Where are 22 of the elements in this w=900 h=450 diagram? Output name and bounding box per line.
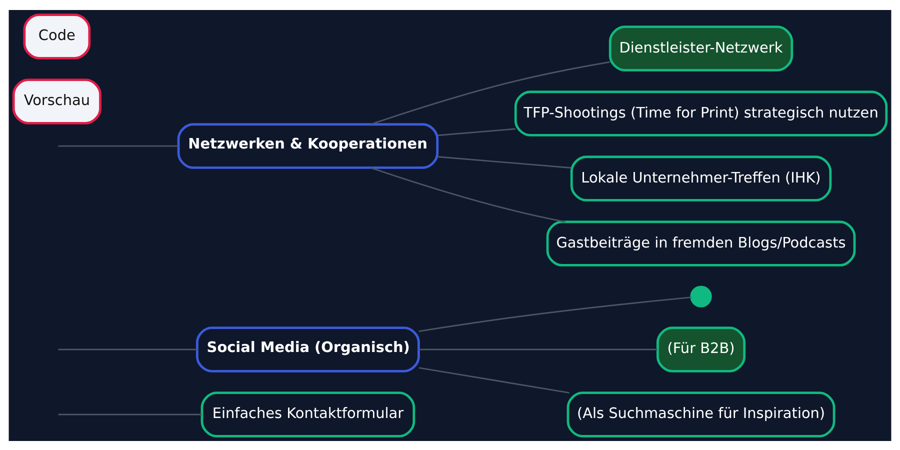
connector — [58, 413, 202, 415]
node-box: Gastbeiträge in fremden Blogs/Podcasts — [546, 220, 856, 266]
node-box: TFP-Shootings (Time for Print) strategisch nutzen — [514, 90, 888, 136]
connector — [438, 156, 572, 168]
node-circle — [690, 285, 712, 307]
node-box: (Als Suchmaschine für Inspiration) — [566, 391, 836, 437]
node-box: (Für B2B) — [656, 326, 746, 372]
connector — [418, 296, 692, 332]
label: Vorschau — [24, 92, 90, 109]
connector — [438, 128, 516, 136]
connector — [418, 366, 570, 393]
connector — [370, 60, 610, 124]
connector — [58, 348, 198, 350]
node-box: Netzwerken & Kooperationen — [177, 122, 439, 168]
node-box: Lokale Unternehmer-Treffen (IHK) — [570, 155, 832, 201]
node-box: Social Media (Organisch) — [196, 326, 420, 372]
connector — [370, 166, 566, 222]
connector — [58, 144, 178, 146]
connector — [419, 348, 658, 350]
node-box: Einfaches Kontaktformular — [200, 391, 416, 437]
label: Code — [38, 28, 76, 44]
node-box: Dienstleister-Netzwerk — [608, 25, 794, 71]
